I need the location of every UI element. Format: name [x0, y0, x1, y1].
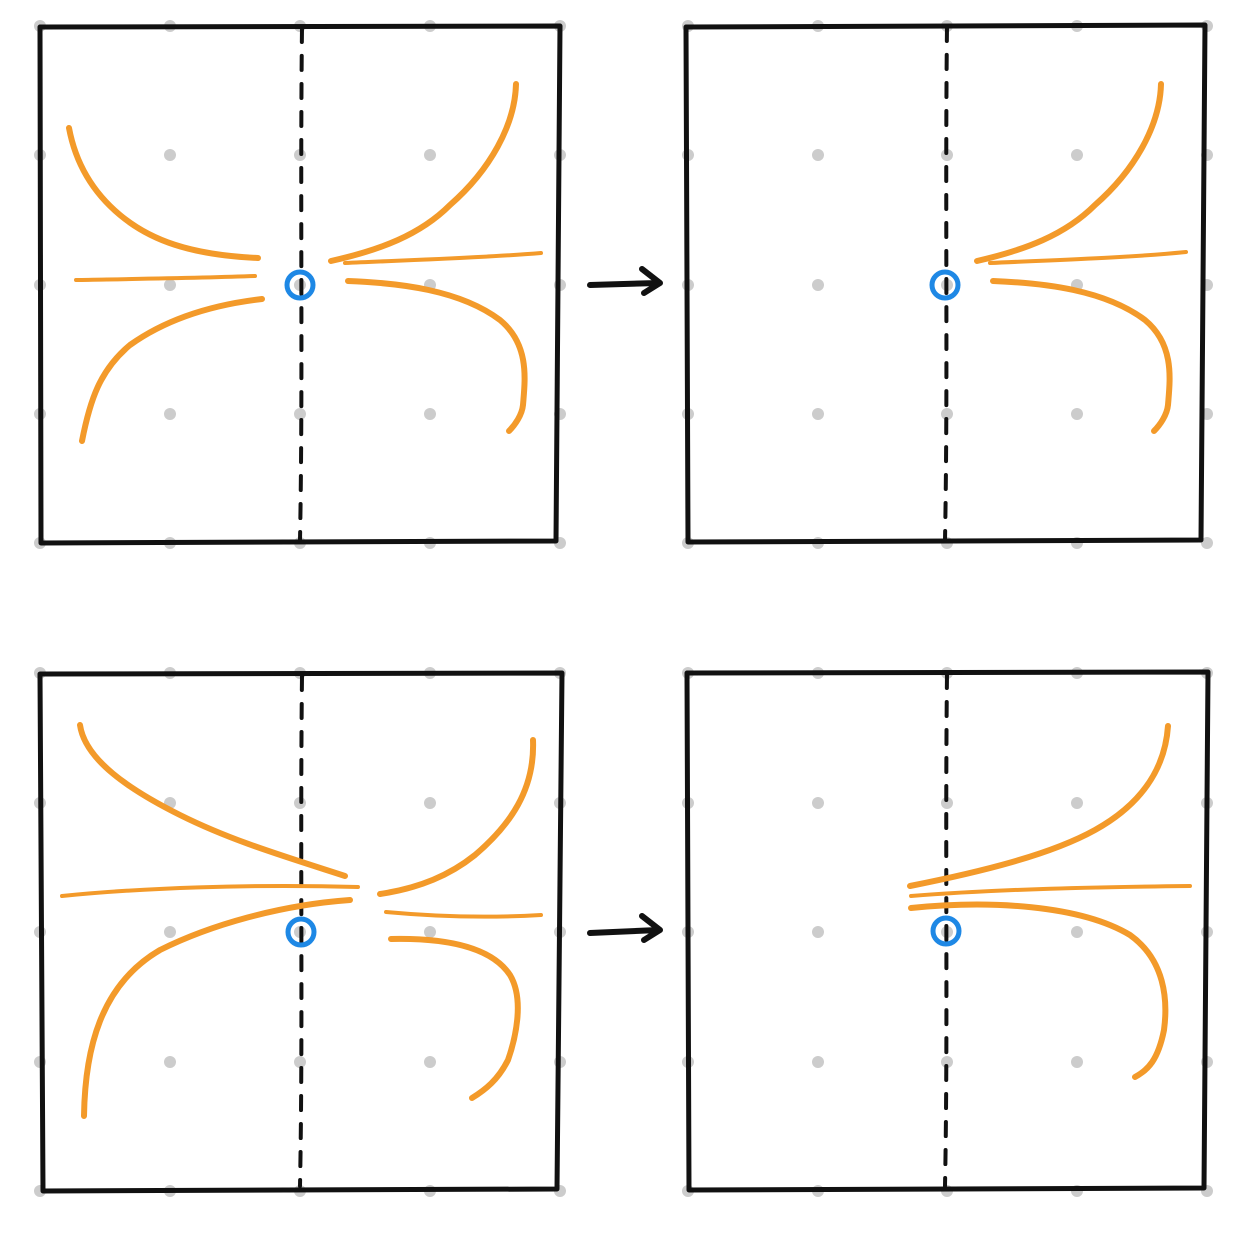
stroke-lower-right [990, 278, 1173, 434]
symmetry-axis [298, 26, 304, 542]
grid-dot [1201, 537, 1213, 549]
grid-dot [424, 1056, 436, 1068]
grid-dot [812, 149, 824, 161]
grid-dot [164, 1056, 176, 1068]
grid-dot [424, 408, 436, 420]
symmetry-axis [943, 672, 949, 1188]
stroke-lower-left [79, 296, 265, 444]
grid-dot [294, 1056, 306, 1068]
grid-dot [1071, 408, 1083, 420]
grid-dot [941, 149, 953, 161]
stroke-middle-left [74, 274, 257, 282]
panel-top-left [34, 20, 566, 549]
stroke-set [907, 723, 1192, 1080]
stroke-set [66, 81, 543, 444]
symmetry-axis [298, 674, 304, 1188]
grid-dot [164, 926, 176, 938]
panel-bottom-left [34, 667, 566, 1197]
pivot-marker [930, 915, 962, 947]
grid-dot [424, 797, 436, 809]
stroke-lower-right [908, 901, 1169, 1080]
grid-dot [1071, 926, 1083, 938]
grid-dot [164, 279, 176, 291]
pivot-marker [285, 916, 317, 948]
stroke-upper-left [77, 722, 348, 879]
grid-dot [812, 797, 824, 809]
grid-dot [1071, 149, 1083, 161]
grid-dot [294, 408, 306, 420]
panel-bottom-right [682, 667, 1213, 1197]
grid-dot [424, 149, 436, 161]
stroke-upper-right [907, 723, 1171, 889]
transform-arrow-bottom [587, 913, 663, 943]
right-arrow-icon [587, 266, 663, 296]
grid-dot [812, 926, 824, 938]
stroke-middle-right [343, 251, 543, 265]
panel-frame [683, 22, 1208, 545]
stroke-middle-right [909, 884, 1192, 898]
grid-dot [812, 279, 824, 291]
stroke-upper-right [974, 81, 1164, 264]
grid-dot [941, 408, 953, 420]
stroke-upper-right [377, 737, 537, 897]
panel-top-right [682, 20, 1213, 549]
grid-dot [1071, 1056, 1083, 1068]
grid-dot [1071, 797, 1083, 809]
stroke-middle-right [988, 250, 1188, 265]
stroke-set [60, 722, 543, 1119]
panel-frame [37, 670, 565, 1194]
grid-dot [812, 1056, 824, 1068]
stroke-lower-left [81, 897, 353, 1119]
panel-frame [37, 23, 563, 546]
stroke-lower-right [388, 935, 521, 1101]
right-arrow-icon [587, 913, 663, 943]
stroke-set [974, 81, 1188, 434]
grid-dot [424, 926, 436, 938]
stroke-lower-right [345, 278, 528, 434]
stroke-upper-right [328, 81, 519, 264]
panel-frame [684, 669, 1211, 1193]
transform-arrow-top [587, 266, 663, 296]
stroke-upper-left [66, 125, 261, 261]
stroke-middle-left [60, 884, 360, 898]
pivot-marker [284, 269, 316, 301]
grid-dot [941, 797, 953, 809]
grid-dot [164, 408, 176, 420]
grid-dot [812, 408, 824, 420]
stroke-middle-right [384, 910, 543, 919]
grid-dot [164, 149, 176, 161]
pivot-marker [929, 269, 961, 301]
grid-dot [941, 1056, 953, 1068]
symmetry-axis [943, 25, 949, 542]
